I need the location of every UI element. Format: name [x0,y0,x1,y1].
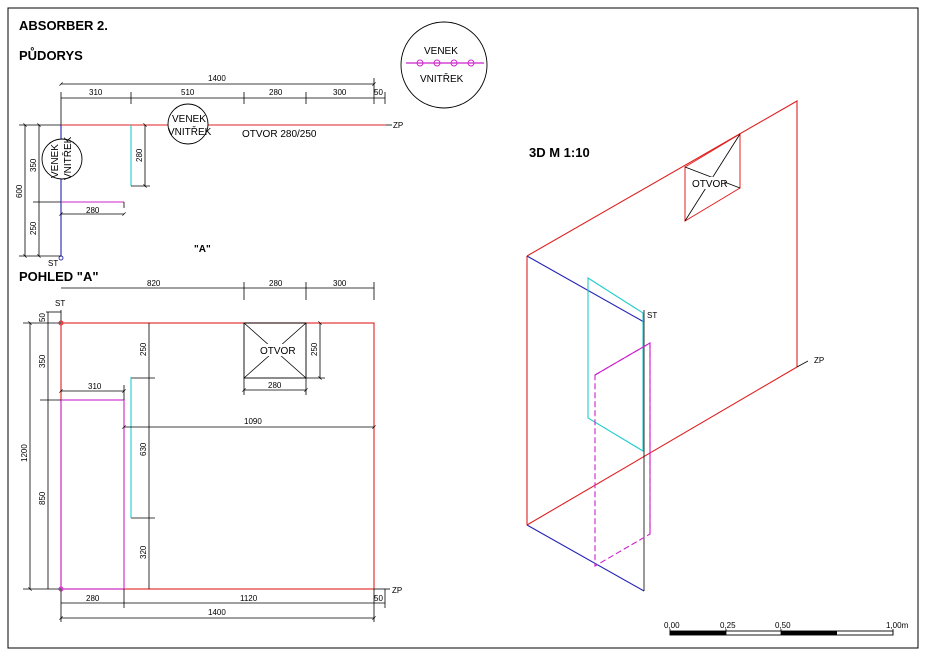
three-d-wall-top [526,100,798,367]
plan-title: PŮDORYS [19,47,83,63]
plan-dim-inner-width: 280 [86,206,100,215]
scale-label-2: 0,50 [775,621,791,630]
sheet-title: ABSORBER 2. [19,18,108,33]
scale-bar-segment [670,631,726,635]
view-dim-opening-width: 280 [268,381,282,390]
three-d-wall-bottom [526,366,798,526]
legend-dot [433,59,441,67]
plan-st-label: ST [48,259,58,268]
three-d-title: 3D M 1:10 [529,145,590,160]
view-dim-top-b: 280 [269,279,283,288]
sheet-border [7,7,919,649]
plan-side-inside: VNITŘEK [61,136,74,180]
three-d-magenta-panel-top [594,342,651,376]
view-magenta-panel [60,399,125,590]
plan-dim-left-bottom: 250 [29,221,38,235]
plan-top-inside: VNITŘEK [168,125,212,138]
view-dim-bottom-total: 1400 [208,608,226,617]
plan-dim-inner-height: 280 [135,148,144,162]
three-d-drawing: ZP ST OTVOR [526,100,824,592]
view-dim-strip-bottom: 320 [139,545,148,559]
view-dim-top-c: 300 [333,279,347,288]
view-drawing: 820 280 300 ST OTVOR 280 250 250 630 320 [20,279,402,622]
scale-label-0: 0,00 [664,621,680,630]
plan-dim-seg: 510 [181,88,195,97]
plan-drawing: 1400 310 510 280 300 50 ZP ST 280 280 [15,74,403,268]
view-dim-opening-v-a: 250 [139,342,148,356]
three-d-opening-label: OTVOR [692,179,728,190]
view-dim-top-small: 50 [38,313,47,322]
scale-label-1: 0,25 [720,621,736,630]
view-dim-opening-v-b: 250 [310,342,319,356]
plan-zp-label: ZP [393,121,403,130]
view-wall-outline [60,322,375,590]
view-title: POHLED "A" [19,269,99,284]
plan-dim-left-total: 600 [15,184,24,198]
plan-dim-seg: 310 [89,88,103,97]
view-marker: "A" [194,244,211,255]
view-opening-box [243,322,307,379]
plan-side-outside: VENEK [50,144,61,178]
plan-dim-total: 1400 [208,74,226,83]
scale-bar: 0,00 0,25 0,50 1,00m [664,621,909,636]
three-d-zp-tick [796,360,809,368]
plan-opening-label: OTVOR 280/250 [242,129,317,140]
view-dim-left-bottom: 850 [38,491,47,505]
plan-dim-left-top: 350 [29,158,38,172]
view-zp-label: ZP [392,586,402,595]
plan-st-point [58,255,64,261]
view-dim-inner-width: 310 [88,382,102,391]
view-dim-left-total: 1200 [20,444,29,462]
legend-inside-label: VNITŘEK [420,72,464,85]
legend-dot [450,59,458,67]
three-d-cyan-panel [587,276,644,452]
view-dim-top-a: 820 [147,279,161,288]
plan-dim-seg: 280 [269,88,283,97]
view-st-label: ST [55,299,65,308]
scale-label-3: 1,00m [886,621,909,630]
view-dim-left-top: 350 [38,354,47,368]
view-dim-bottom-small: 50 [374,594,383,603]
three-d-magenta-panel-dashed [594,342,651,567]
scale-bar-segment [781,631,837,635]
plan-dim-seg: 50 [374,88,383,97]
view-dim-bottom-a: 280 [86,594,100,603]
view-dim-strip-height: 630 [139,442,148,456]
legend-dot [467,59,475,67]
view-opening-label: OTVOR [260,346,296,357]
view-dim-bottom-b: 1120 [240,594,258,603]
three-d-opening-label-bg [690,177,724,189]
plan-dim-seg: 300 [333,88,347,97]
view-opening-label-bg [258,344,292,356]
plan-top-outside: VENEK [172,114,206,125]
three-d-st-label: ST [647,311,657,320]
plan-top-circle [167,103,209,145]
three-d-side-bottom [526,524,645,592]
legend-outside-label: VENEK [424,46,458,57]
view-dim-long-width: 1090 [244,417,262,426]
orientation-legend: VENEK VNITŘEK [400,21,488,109]
plan-side-circle [41,138,83,180]
legend-circle [400,21,488,109]
legend-dot [416,59,424,67]
three-d-zp-label: ZP [814,356,824,365]
three-d-side-top [526,255,645,323]
